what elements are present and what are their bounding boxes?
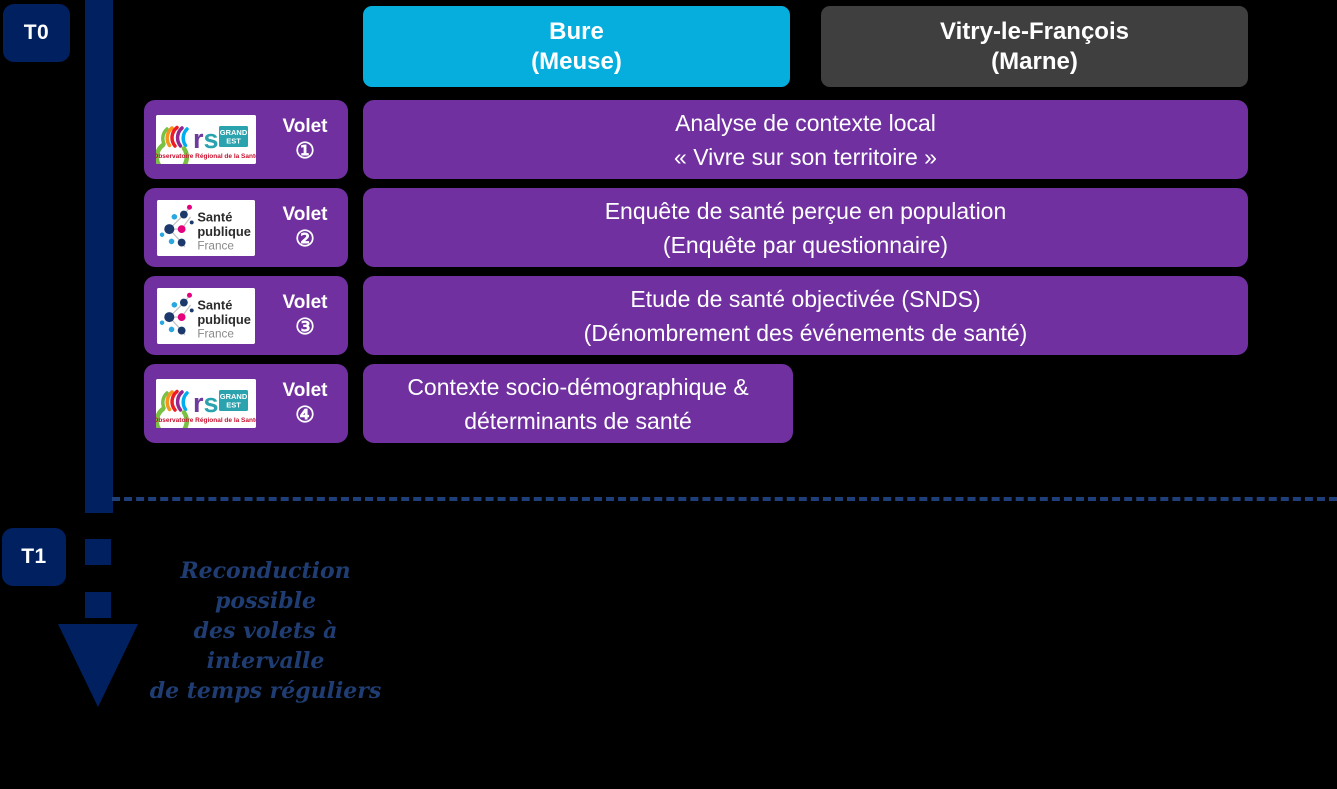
volet-number-2: ② [295,226,315,251]
time-badge-t1: T1 [2,528,66,586]
timeline-dash-segment-2 [85,592,111,618]
content-box-volet-1: Analyse de contexte local « Vivre sur so… [363,100,1248,179]
content-line-1-1: Analyse de contexte local [675,109,936,136]
svg-text:s: s [204,124,219,154]
volet-label-4: r s GRAND EST Observatoire Régional de l… [144,364,348,443]
volet-number-3: ③ [295,314,315,339]
volet-word-2: Volet [282,204,328,225]
svg-text:s: s [204,388,219,418]
ors-grand-est-logo-icon: r s GRAND EST Observatoire Régional de l… [156,115,256,164]
svg-text:EST: EST [226,401,241,410]
site-header-bure: Bure (Meuse) [363,6,790,87]
volet-text-1: Volet ① [262,115,348,164]
reconduction-note-line-2: des volets à intervalle [193,618,338,674]
volet-word-3: Volet [282,292,328,313]
volet-word-1: Volet [282,116,328,137]
svg-text:r: r [193,388,204,418]
volet-word-4: Volet [282,380,328,401]
sante-publique-france-logo-icon: Santé publique France [157,287,255,344]
content-box-volet-4: Contexte socio-démographique & détermina… [363,364,793,443]
volet-label-2: Santé publique France Volet ② [144,188,348,267]
svg-text:Santé: Santé [197,209,232,224]
reconduction-note-line-1: Reconduction possible [180,558,351,614]
content-line-3-1: Etude de santé objectivée (SNDS) [630,285,981,312]
svg-text:r: r [193,124,204,154]
content-line-4-1: Contexte socio-démographique & [407,373,749,400]
volet-text-3: Volet ③ [262,291,348,340]
volet-label-3: Santé publique France Volet ③ [144,276,348,355]
svg-text:France: France [197,239,234,252]
timeline-dash-segment-1 [85,539,111,565]
volet-number-1: ① [295,138,315,163]
volet-text-4: Volet ④ [262,379,348,428]
volet-label-1: r s GRAND EST Observatoire Régional de l… [144,100,348,179]
content-line-2-2: (Enquête par questionnaire) [662,231,949,258]
logo-slot-3: Santé publique France [150,287,262,344]
reconduction-note-line-3: de temps réguliers [149,678,382,704]
phase-separator-dashed-line [112,497,1337,501]
site-department-bure: (Meuse) [531,47,622,75]
svg-text:GRAND: GRAND [220,128,248,137]
logo-slot-4: r s GRAND EST Observatoire Régional de l… [150,379,262,428]
timeline-arrow-icon [58,624,138,707]
site-department-vitry: (Marne) [991,47,1078,75]
svg-text:France: France [197,327,234,340]
site-name-bure: Bure [549,17,604,45]
svg-text:Observatoire Régional de la Sa: Observatoire Régional de la Santé [156,153,256,160]
svg-text:EST: EST [226,137,241,146]
svg-text:GRAND: GRAND [220,392,248,401]
content-line-4-2: déterminants de santé [464,407,692,434]
content-box-volet-3: Etude de santé objectivée (SNDS) (Dénomb… [363,276,1248,355]
reconduction-note: Reconduction possible des volets à inter… [133,556,398,706]
volet-number-4: ④ [295,402,315,427]
sante-publique-france-logo-icon: Santé publique France [157,199,255,256]
logo-slot-1: r s GRAND EST Observatoire Régional de l… [150,115,262,164]
content-line-1-2: « Vivre sur son territoire » [674,143,937,170]
ors-grand-est-logo-icon: r s GRAND EST Observatoire Régional de l… [156,379,256,428]
content-line-2-1: Enquête de santé perçue en population [604,197,1007,224]
site-name-vitry: Vitry-le-François [940,17,1129,45]
svg-text:publique: publique [197,311,251,326]
content-line-3-2: (Dénombrement des événements de santé) [583,319,1028,346]
svg-text:publique: publique [197,223,251,238]
svg-text:Santé: Santé [197,297,232,312]
logo-slot-2: Santé publique France [150,199,262,256]
time-badge-t0: T0 [3,4,70,62]
content-box-volet-2: Enquête de santé perçue en population (E… [363,188,1248,267]
site-header-vitry: Vitry-le-François (Marne) [821,6,1248,87]
svg-text:Observatoire Régional de la Sa: Observatoire Régional de la Santé [156,417,256,424]
timeline-rail [85,0,113,513]
volet-text-2: Volet ② [262,203,348,252]
